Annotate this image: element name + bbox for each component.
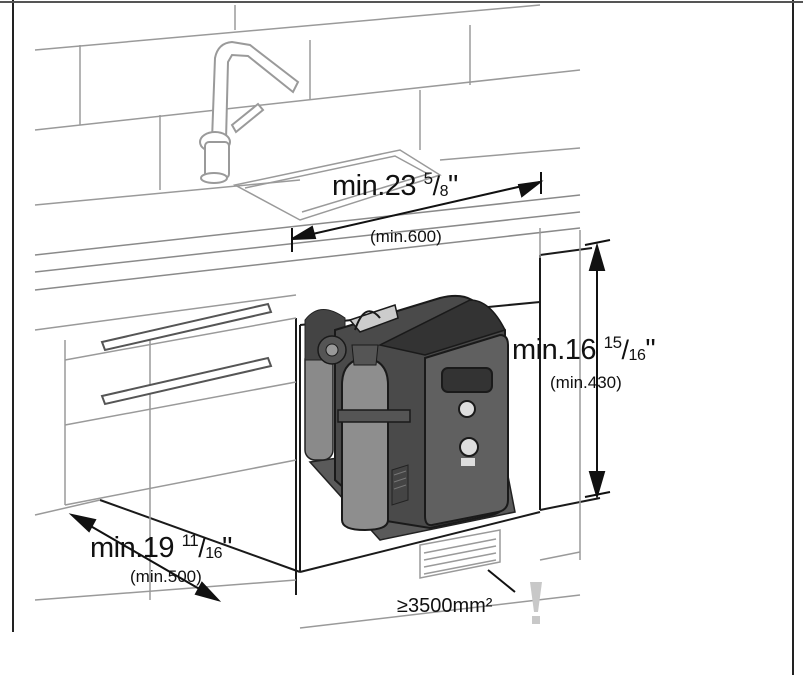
width-arrow bbox=[291, 172, 544, 252]
width-dimension: min.23 5/8" bbox=[332, 169, 458, 202]
width-metric: (min.600) bbox=[370, 227, 442, 246]
height-main-text: min.16 bbox=[512, 334, 597, 366]
faucet bbox=[199, 40, 300, 184]
height-metric: (min.430) bbox=[550, 373, 622, 392]
depth-metric: (min.500) bbox=[130, 567, 202, 586]
ventilation-grille bbox=[419, 529, 501, 579]
warning-exclamation-icon bbox=[530, 582, 542, 624]
depth-fraction-denominator: 16 bbox=[205, 545, 223, 562]
countertop bbox=[34, 194, 581, 291]
sink bbox=[232, 149, 442, 221]
drawer-handles bbox=[100, 302, 273, 406]
width-fraction-denominator: 8 bbox=[439, 183, 449, 200]
width-unit: " bbox=[448, 170, 458, 202]
depth-arrow bbox=[68, 513, 222, 602]
depth-main-text: min.19 bbox=[90, 532, 175, 564]
depth-dimension: min.19 11/16" bbox=[90, 531, 232, 564]
wall-tiles bbox=[34, 4, 581, 206]
ventilation-pointer bbox=[487, 569, 516, 593]
height-dimension: min.16 15/16" bbox=[512, 333, 656, 366]
height-arrow bbox=[584, 239, 611, 500]
width-main-text: min.23 bbox=[332, 170, 417, 202]
height-fraction-numerator: 15 bbox=[603, 333, 622, 352]
width-fraction-numerator: 5 bbox=[423, 169, 433, 188]
height-fraction-denominator: 16 bbox=[628, 347, 646, 364]
drawers bbox=[64, 317, 297, 506]
co2-cylinder bbox=[317, 304, 411, 532]
height-unit: " bbox=[645, 334, 656, 366]
depth-unit: " bbox=[222, 532, 232, 564]
ventilation-label: ≥3500mm² bbox=[397, 595, 493, 617]
depth-fraction-numerator: 11 bbox=[181, 531, 199, 550]
